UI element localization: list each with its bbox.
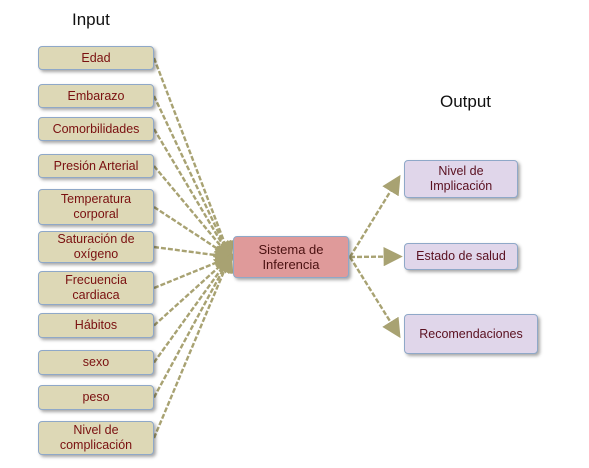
arrow-input-1: [152, 95, 233, 262]
arrow-input-4: [153, 205, 235, 260]
input-node-frecuencia-cardiaca: Frecuencia cardiaca: [38, 271, 154, 305]
arrow-input-5: [153, 245, 235, 265]
output-node-recomendaciones: Recomendaciones: [404, 314, 538, 354]
arrow-input-0: [152, 57, 234, 262]
input-node-embarazo: Embarazo: [38, 84, 154, 108]
output-heading: Output: [440, 92, 492, 111]
input-node-nivel-complicacion: Nivel de complicación: [38, 421, 154, 455]
arrow-input-3: [153, 165, 234, 261]
input-node-saturacion-oxigeno: Saturación de oxígeno: [38, 231, 154, 263]
input-node-sexo: sexo: [38, 350, 154, 375]
arrow-output-2: [348, 256, 401, 339]
arrow-input-10: [152, 252, 234, 439]
input-heading: Input: [72, 10, 110, 29]
arrow-output-1: [349, 247, 403, 267]
input-node-edad: Edad: [38, 46, 154, 70]
output-node-estado-salud: Estado de salud: [404, 243, 518, 270]
arrow-output-0: [348, 174, 401, 258]
arrow-input-2: [152, 128, 233, 262]
input-node-habitos: Hábitos: [38, 313, 154, 338]
inference-system-node: Sistema de Inferencia: [233, 236, 349, 278]
arrow-input-9: [152, 252, 233, 399]
arrow-input-7: [153, 253, 234, 327]
input-node-temperatura-corporal: Temperatura corporal: [38, 189, 154, 225]
arrow-input-8: [153, 253, 233, 364]
arrow-input-6: [153, 253, 235, 290]
input-node-presion-arterial: Presión Arterial: [38, 154, 154, 178]
output-node-nivel-implicacion: Nivel de Implicación: [404, 160, 518, 198]
input-node-peso: peso: [38, 385, 154, 410]
input-node-comorbilidades: Comorbilidades: [38, 117, 154, 141]
